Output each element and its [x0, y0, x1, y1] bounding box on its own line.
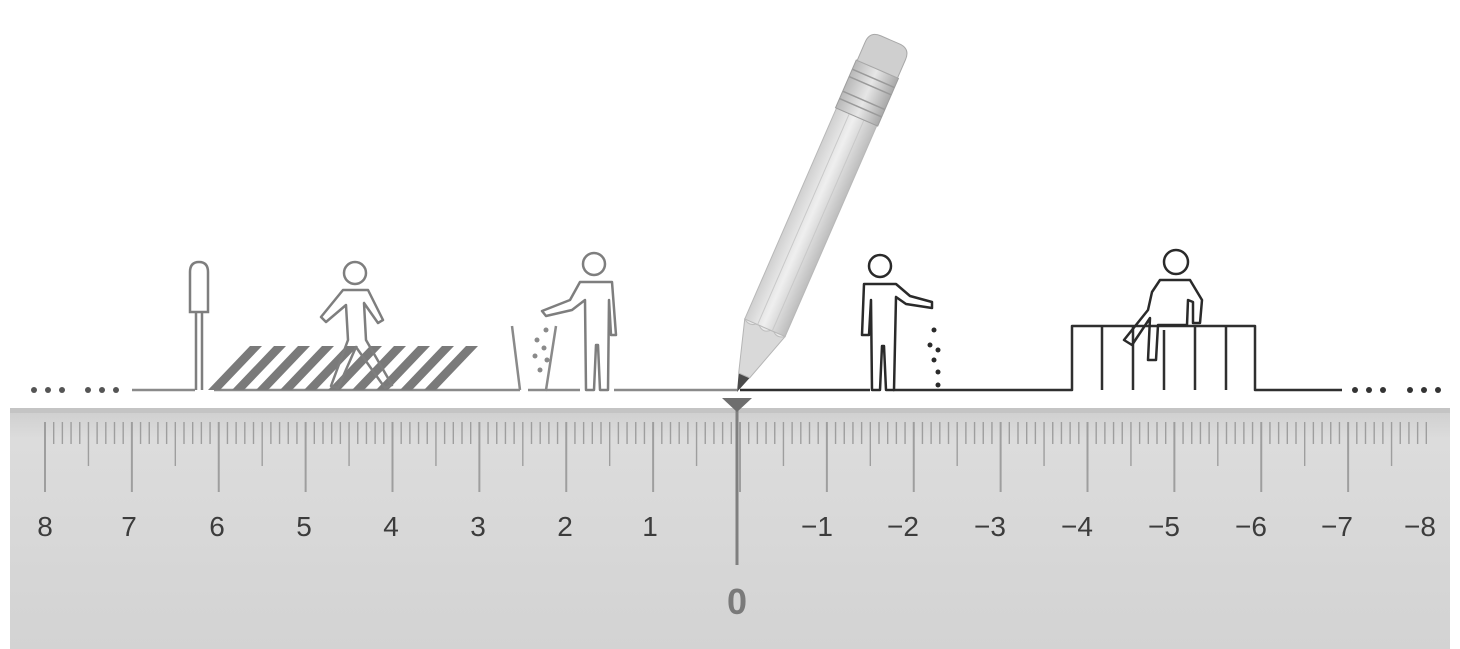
- continuation-dots-right: [1352, 387, 1441, 393]
- tick-label: −1: [801, 511, 833, 542]
- tick-label: −3: [974, 511, 1006, 542]
- tick-label: −4: [1061, 511, 1093, 542]
- continuation-dots-left: [31, 387, 119, 393]
- tick-label: 3: [470, 511, 486, 542]
- person-dropping-seeds-icon: [542, 253, 616, 390]
- tick-label: −7: [1321, 511, 1353, 542]
- tick-label: 6: [209, 511, 225, 542]
- tick-label: 4: [383, 511, 399, 542]
- person-sowing-seeds-icon: [862, 255, 932, 390]
- zero-label: 0: [727, 581, 747, 622]
- tick-label: −6: [1235, 511, 1267, 542]
- tick-label: −2: [887, 511, 919, 542]
- tick-label: 2: [557, 511, 573, 542]
- tick-label: 5: [296, 511, 312, 542]
- falling-seeds-left: [533, 328, 550, 373]
- tick-label: 7: [121, 511, 137, 542]
- negative-ground-line: [740, 326, 1342, 390]
- sign-post-icon: [190, 262, 208, 390]
- tick-label: 8: [37, 511, 53, 542]
- tick-label: −8: [1404, 511, 1436, 542]
- tick-label: 1: [642, 511, 658, 542]
- tick-label: −5: [1148, 511, 1180, 542]
- ruler-top-edge: [10, 408, 1450, 413]
- falling-seeds-right: [928, 328, 941, 388]
